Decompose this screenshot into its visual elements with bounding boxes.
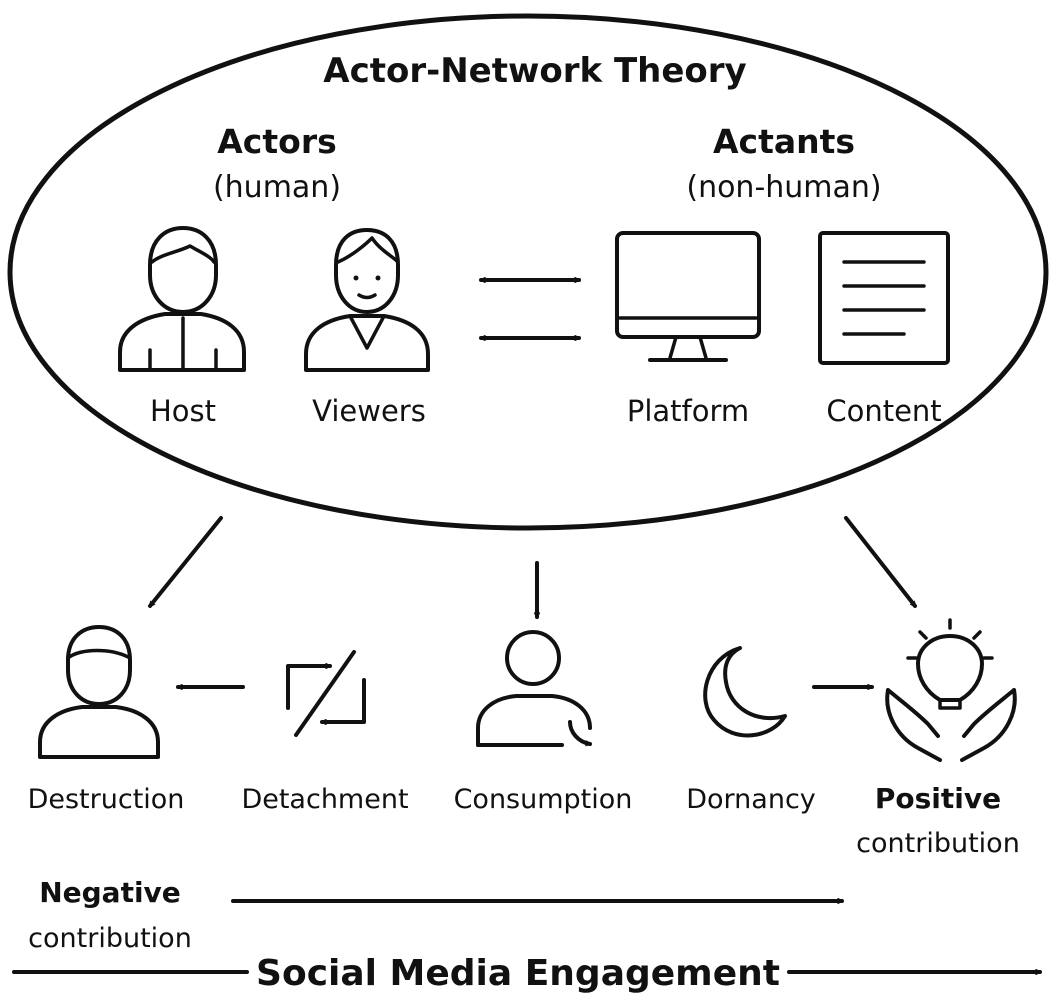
actors-heading: Actors bbox=[217, 122, 336, 161]
host-label: Host bbox=[150, 394, 216, 428]
network-ellipse bbox=[7, 13, 1049, 531]
destruction-label: Destruction bbox=[28, 784, 185, 815]
positive-contribution-label-line2: contribution bbox=[856, 828, 1020, 859]
positive-contribution-label-line1: Positive bbox=[875, 782, 1001, 815]
diagram-title: Actor-Network Theory bbox=[323, 51, 746, 91]
platform-icon bbox=[615, 231, 761, 362]
detachment-cycle-icon bbox=[286, 650, 366, 737]
content-label: Content bbox=[826, 394, 941, 428]
negative-contribution-label-line2: contribution bbox=[28, 923, 192, 954]
content-icon bbox=[818, 231, 950, 365]
consumption-label: Consumption bbox=[454, 784, 633, 815]
outcome-arrow-left bbox=[148, 516, 223, 608]
positive-lightbulb-hands-icon bbox=[885, 618, 1017, 762]
viewers-label: Viewers bbox=[312, 394, 426, 428]
consumption-person-icon bbox=[476, 630, 592, 747]
actants-subheading: (non-human) bbox=[686, 170, 881, 205]
outcome-arrow-right bbox=[844, 516, 917, 608]
host-icon bbox=[118, 226, 246, 372]
destruction-person-icon bbox=[38, 625, 160, 759]
platform-label: Platform bbox=[627, 394, 749, 428]
negative-contribution-label-line1: Negative bbox=[39, 876, 181, 909]
dormancy-moon-icon bbox=[703, 646, 787, 738]
dormancy-label: Dornancy bbox=[686, 784, 816, 815]
detachment-label: Detachment bbox=[241, 784, 408, 815]
viewers-icon bbox=[304, 228, 430, 372]
actors-subheading: (human) bbox=[213, 170, 341, 205]
engagement-axis-label: Social Media Engagement bbox=[256, 953, 780, 994]
actants-heading: Actants bbox=[713, 122, 855, 161]
